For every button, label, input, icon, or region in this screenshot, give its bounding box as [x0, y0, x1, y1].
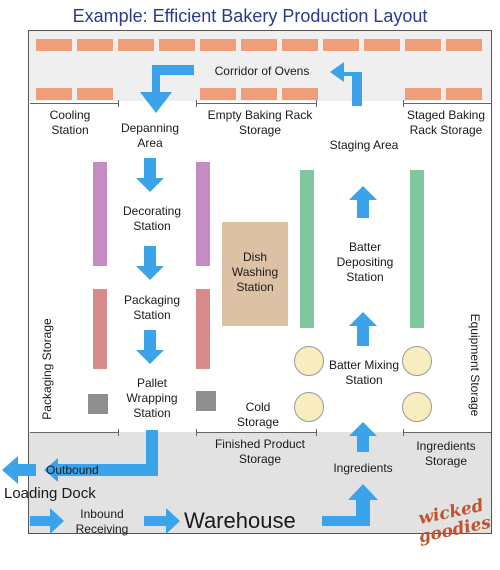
- oven: [282, 88, 318, 100]
- oven: [241, 39, 277, 51]
- label-ingredients: Ingredients: [333, 461, 393, 475]
- oven: [364, 39, 400, 51]
- label-equipment-storage: Equipment Storage: [468, 313, 482, 417]
- pallet-left: [88, 394, 108, 414]
- divider-tick: [403, 100, 404, 107]
- oven: [159, 39, 195, 51]
- divider-line: [403, 432, 491, 433]
- pallet-right: [196, 391, 216, 411]
- arrow-warehouse-to-ingredients: [322, 484, 378, 526]
- arrow-inbound-1: [30, 508, 64, 534]
- label-empty-rack: Empty Baking Rack Storage: [207, 108, 313, 137]
- packaging-table-left: [93, 289, 107, 369]
- arrow-depositing-up: [349, 186, 377, 218]
- arrow-outbound-left: [2, 456, 36, 484]
- oven: [36, 39, 72, 51]
- label-pallet: Pallet Wrapping Station: [126, 376, 178, 420]
- label-dish: Dish Washing Station: [231, 250, 279, 294]
- arrow-pallet-to-outbound: [44, 430, 158, 482]
- packaging-table-right: [196, 289, 210, 369]
- label-staging-area: Staging Area: [329, 138, 399, 152]
- label-corridor: Corridor of Ovens: [214, 64, 310, 78]
- divider-line: [196, 103, 316, 104]
- divider-line: [30, 432, 118, 433]
- oven: [77, 88, 113, 100]
- oven: [446, 39, 482, 51]
- label-packaging-station: Packaging Station: [123, 293, 181, 322]
- oven: [241, 88, 277, 100]
- page-title: Example: Efficient Bakery Production Lay…: [72, 6, 428, 26]
- label-cold-storage: Cold Storage: [236, 400, 280, 429]
- divider-line: [30, 103, 118, 104]
- label-depanning: Depanning Area: [120, 121, 180, 150]
- mixer-right-bottom: [402, 392, 432, 422]
- batter-table-right: [410, 170, 424, 328]
- oven: [405, 39, 441, 51]
- label-staged-rack: Staged Baking Rack Storage: [406, 108, 486, 137]
- label-batter-depositing: Batter Depositing Station: [336, 240, 394, 284]
- label-finished-product: Finished Product Storage: [214, 437, 306, 466]
- arrow-staging-to-corridor: [330, 62, 362, 106]
- label-inbound: Inbound Receiving: [75, 507, 129, 536]
- arrow-depanning-down: [136, 158, 164, 192]
- label-batter-mixing: Batter Mixing Station: [328, 358, 400, 387]
- oven: [323, 39, 359, 51]
- label-decorating: Decorating Station: [122, 204, 182, 233]
- oven: [200, 39, 236, 51]
- arrow-packaging-down: [136, 330, 164, 364]
- arrow-mixing-up: [349, 312, 377, 346]
- arrow-decorating-down: [136, 246, 164, 280]
- arrow-inbound-2: [144, 508, 180, 534]
- oven: [200, 88, 236, 100]
- mixer-left-bottom: [294, 392, 324, 422]
- decorating-table-left: [93, 162, 107, 266]
- label-loading-dock: Loading Dock: [4, 485, 96, 502]
- oven: [282, 39, 318, 51]
- divider-tick: [196, 100, 197, 107]
- label-cooling: Cooling Station: [49, 108, 91, 137]
- label-ingredients-storage: Ingredients Storage: [416, 439, 476, 468]
- divider-tick: [118, 100, 119, 107]
- oven: [446, 88, 482, 100]
- divider-tick: [316, 100, 317, 107]
- mixer-right-top: [402, 346, 432, 376]
- arrow-ingredients-up: [349, 422, 377, 452]
- label-packaging-storage: Packaging Storage: [40, 318, 54, 420]
- oven: [405, 88, 441, 100]
- divider-tick: [403, 429, 404, 436]
- label-warehouse: Warehouse: [184, 508, 296, 533]
- decorating-table-right: [196, 162, 210, 266]
- arrow-corridor-left: [140, 65, 194, 113]
- divider-tick: [196, 429, 197, 436]
- oven: [118, 39, 154, 51]
- batter-table-left: [300, 170, 314, 328]
- warehouse-zone: [29, 432, 491, 533]
- divider-tick: [316, 429, 317, 436]
- oven: [77, 39, 113, 51]
- divider-tick: [118, 429, 119, 436]
- mixer-left-top: [294, 346, 324, 376]
- dish-washing-block: [222, 222, 288, 326]
- divider-line: [403, 103, 491, 104]
- label-outbound: Outbound: [46, 463, 99, 477]
- divider-line: [196, 432, 316, 433]
- oven: [36, 88, 72, 100]
